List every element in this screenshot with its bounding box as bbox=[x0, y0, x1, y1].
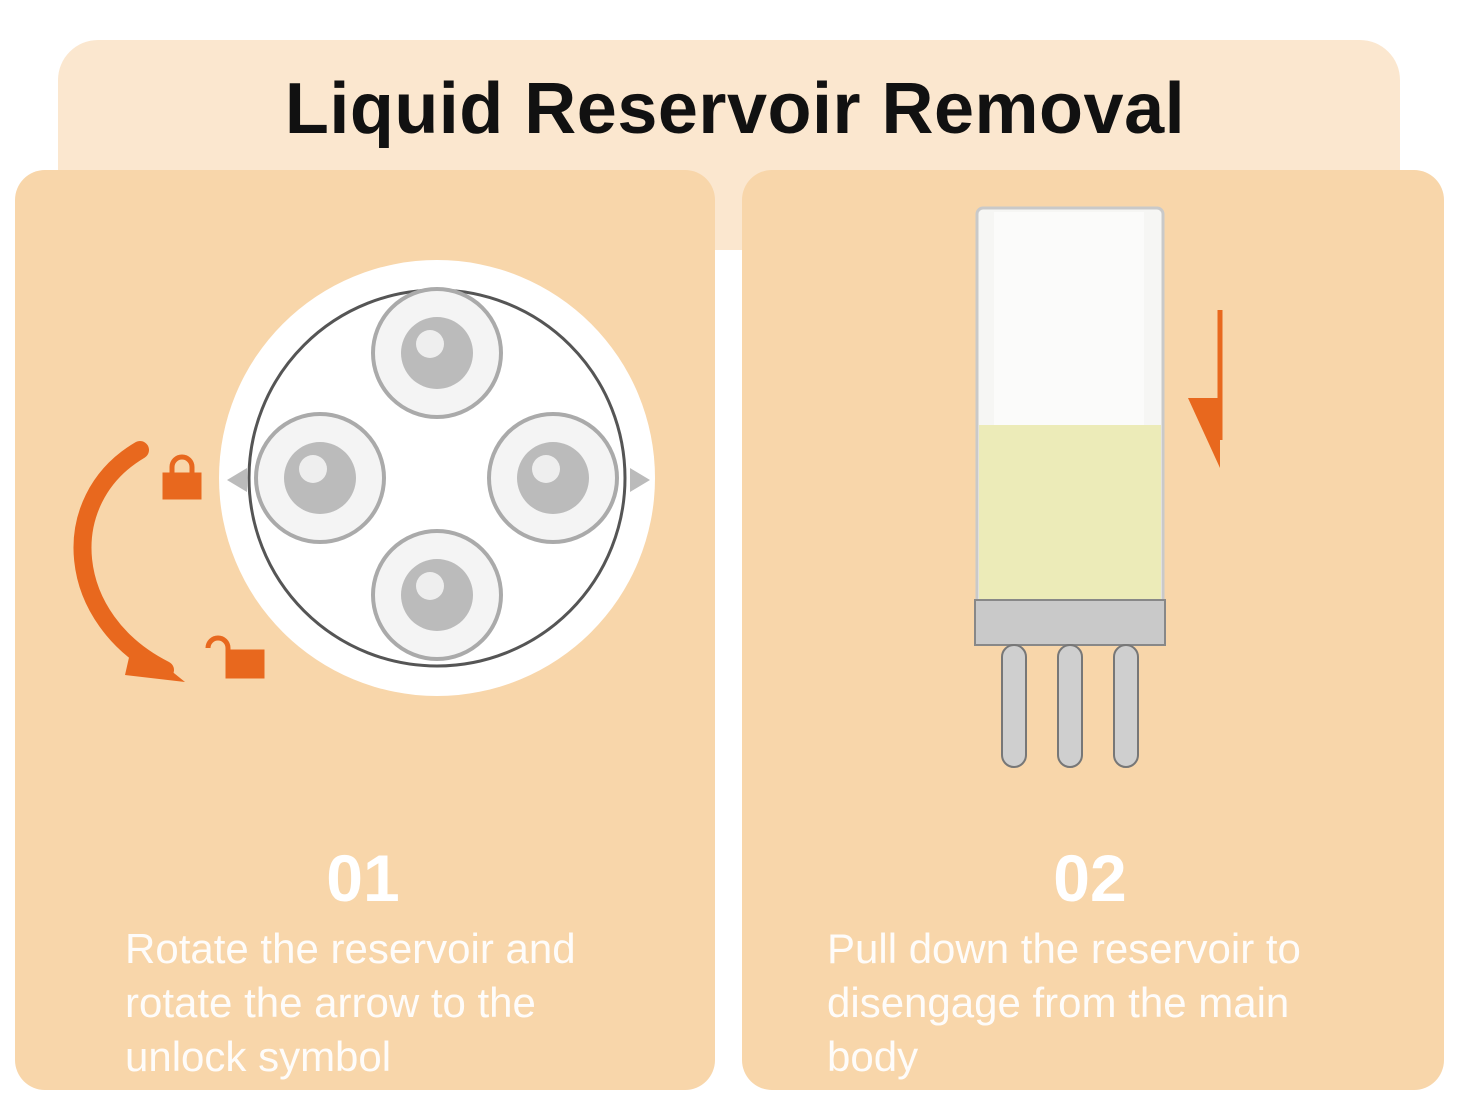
pins bbox=[1001, 644, 1139, 768]
step-number: 01 bbox=[326, 841, 400, 915]
pull-down-arrow-icon bbox=[1188, 310, 1223, 468]
step-2-panel: 02 Pull down the reservoir to disengage … bbox=[742, 170, 1444, 1090]
left-marker-icon bbox=[227, 468, 247, 492]
roller-balls bbox=[254, 287, 619, 661]
right-marker-icon bbox=[630, 468, 650, 492]
step-1-panel: 01 Rotate the reservoir and rotate the a… bbox=[15, 170, 715, 1090]
liquid-fill bbox=[979, 425, 1161, 613]
step-description: Pull down the reservoir to disengage fro… bbox=[827, 925, 1301, 1080]
reservoir-illustration bbox=[974, 206, 1223, 768]
step-number: 02 bbox=[1053, 841, 1127, 915]
unlock-icon bbox=[205, 635, 265, 679]
rotate-illustration bbox=[73, 260, 655, 696]
page-title: Liquid Reservoir Removal bbox=[284, 69, 1186, 149]
rotate-arrow-icon bbox=[73, 441, 185, 682]
step-description: Rotate the reservoir and rotate the arro… bbox=[125, 925, 576, 1080]
lock-icon bbox=[162, 454, 202, 500]
